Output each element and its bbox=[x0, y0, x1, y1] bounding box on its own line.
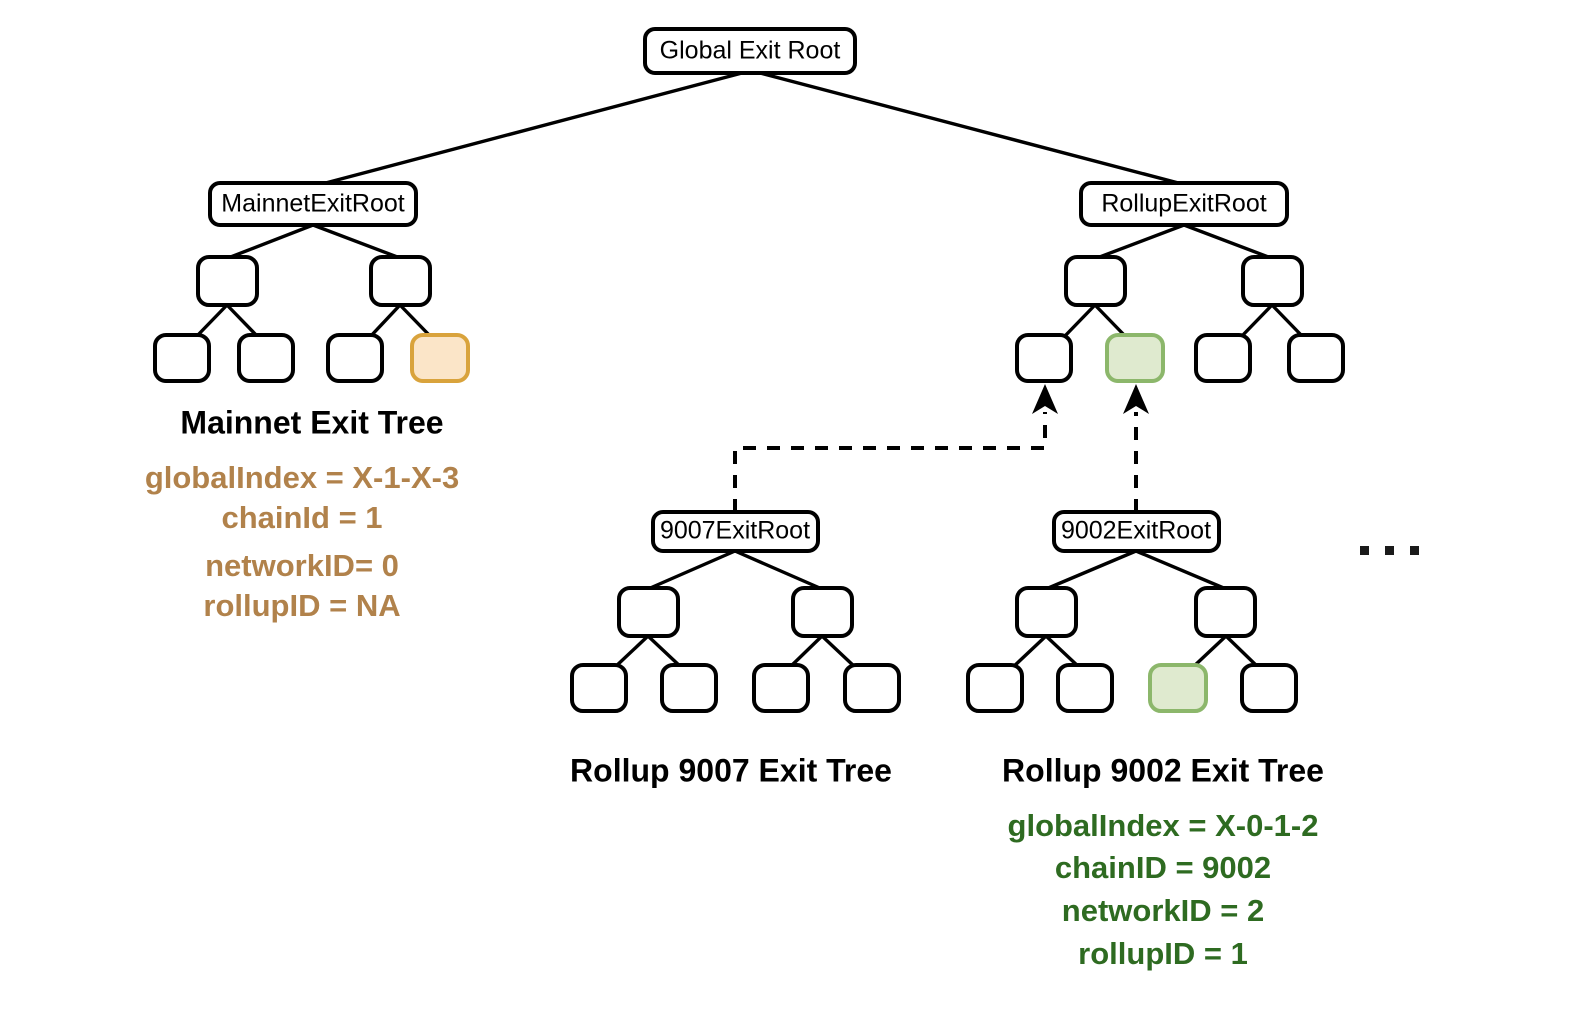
edge-9002-l2a-leaf1 bbox=[1044, 634, 1082, 670]
arrow-head-9007-link bbox=[1032, 384, 1058, 414]
mainnet-meta-rollup-id: rollupID = NA bbox=[203, 588, 400, 623]
mainnet-leaf-1 bbox=[237, 333, 295, 383]
global-exit-root-node: Global Exit Root bbox=[643, 27, 857, 75]
mainnet-exit-root-label: MainnetExitRoot bbox=[221, 190, 404, 218]
ellipsis-dot-3 bbox=[1410, 546, 1419, 555]
edge-9007-l2b-leaf3 bbox=[820, 634, 858, 670]
rollup-exit-tree: RollupExitRoot bbox=[1015, 181, 1345, 383]
mainnet-exit-tree: MainnetExitRoot Mainnet Exit Tree global… bbox=[145, 181, 470, 623]
rollup-leaf-1-highlighted bbox=[1105, 333, 1165, 383]
mainnet-node-l2-1 bbox=[369, 255, 432, 307]
rollup-9002-meta-chain-id: chainID = 9002 bbox=[1055, 850, 1271, 885]
rollup-node-l2-0 bbox=[1064, 255, 1127, 307]
rollup-9002-exit-tree-title: Rollup 9002 Exit Tree bbox=[1002, 752, 1324, 788]
global-exit-root-label: Global Exit Root bbox=[660, 37, 841, 65]
ellipsis-dot-1 bbox=[1360, 546, 1369, 555]
edge-9007-l2a-leaf1 bbox=[646, 634, 684, 670]
arrow-head-9002-link bbox=[1123, 384, 1149, 414]
mainnet-meta-global-index: globalIndex = X-1-X-3 bbox=[145, 460, 459, 495]
edge-9007-l2b-leaf2 bbox=[787, 634, 824, 670]
rollup-9002-leaf-0 bbox=[966, 663, 1024, 713]
edge-rollup-l2a-leaf1 bbox=[1093, 303, 1129, 340]
edge-global-to-rollup bbox=[759, 71, 1187, 187]
ellipsis-dot-2 bbox=[1385, 546, 1394, 555]
rollup-9007-node-l2-0 bbox=[617, 586, 680, 638]
rollup-9002-meta-rollup-id: rollupID = 1 bbox=[1078, 936, 1248, 971]
edge-9002-l2a-leaf0 bbox=[1010, 634, 1048, 670]
dashed-links-group bbox=[733, 384, 1149, 515]
rollup-9002-meta-network-id: networkID = 2 bbox=[1062, 893, 1264, 928]
mainnet-meta-chain-id: chainId = 1 bbox=[221, 500, 382, 535]
edge-mainnet-l2b-leaf2 bbox=[367, 303, 402, 340]
mainnet-leaf-0 bbox=[153, 333, 211, 383]
edge-global-to-mainnet bbox=[317, 71, 743, 187]
global-exit-root-box bbox=[643, 27, 857, 75]
rollup-9007-leaf-3 bbox=[843, 663, 901, 713]
rollup-leaf-2 bbox=[1194, 333, 1252, 383]
rollup-9002-meta-global-index: globalIndex = X-0-1-2 bbox=[1008, 808, 1319, 843]
edge-mainnet-l2b-leaf3 bbox=[398, 303, 434, 340]
rollup-exit-root-label: RollupExitRoot bbox=[1101, 190, 1266, 218]
rollup-9002-exit-root-label: 9002ExitRoot bbox=[1061, 517, 1211, 545]
rollup-9002-exit-tree: 9002ExitRoot Rollup 9002 Exit Tree globa… bbox=[966, 510, 1324, 971]
rollup-9007-exit-tree: 9007ExitRoot Rollup 9007 Exit Tree bbox=[570, 510, 901, 788]
edge-rollup-l2b-leaf2 bbox=[1238, 303, 1274, 340]
rollup-9007-leaf-0 bbox=[570, 663, 628, 713]
edge-9007-l2a-leaf0 bbox=[612, 634, 650, 670]
rollup-9007-leaf-2 bbox=[752, 663, 810, 713]
edge-9007-root-l2a bbox=[647, 549, 736, 591]
rollup-9002-node-l2-1 bbox=[1194, 586, 1257, 638]
rollup-9007-node-l2-1 bbox=[791, 586, 854, 638]
rollup-node-l2-1 bbox=[1241, 255, 1304, 307]
edge-9002-root-l2a bbox=[1045, 549, 1137, 591]
rollup-9002-leaf-1 bbox=[1056, 663, 1114, 713]
more-rollups-ellipsis bbox=[1360, 546, 1419, 555]
mainnet-leaf-3-highlighted bbox=[410, 333, 470, 383]
rollup-leaf-0 bbox=[1015, 333, 1073, 383]
edge-rollup-l2b-leaf3 bbox=[1270, 303, 1306, 340]
rollup-9007-leaf-1 bbox=[660, 663, 718, 713]
edge-rollup-root-l2b bbox=[1183, 223, 1272, 260]
edge-9002-root-l2b bbox=[1135, 549, 1227, 591]
rollup-9007-exit-tree-title: Rollup 9007 Exit Tree bbox=[570, 752, 892, 788]
edge-mainnet-l2a-leaf1 bbox=[225, 303, 261, 340]
rollup-9002-node-l2-0 bbox=[1015, 586, 1078, 638]
dashed-link-9007-to-rollup-leaf-0 bbox=[733, 412, 1047, 512]
edge-rollup-l2a-leaf0 bbox=[1061, 303, 1097, 340]
edge-9007-root-l2b bbox=[734, 549, 823, 591]
edge-mainnet-root-l2b bbox=[312, 223, 401, 260]
rollup-9002-leaf-2-highlighted bbox=[1148, 663, 1208, 713]
rollup-9002-leaf-3 bbox=[1240, 663, 1298, 713]
edge-9002-l2b-leaf2 bbox=[1190, 634, 1228, 670]
global-root-edges bbox=[317, 71, 1187, 187]
edge-rollup-root-l2a bbox=[1096, 223, 1185, 260]
edge-mainnet-root-l2a bbox=[227, 223, 314, 260]
mainnet-node-l2-0 bbox=[196, 255, 259, 307]
mainnet-leaf-2 bbox=[326, 333, 384, 383]
edge-9002-l2b-leaf3 bbox=[1224, 634, 1261, 670]
edge-mainnet-l2a-leaf0 bbox=[193, 303, 229, 340]
mainnet-meta-network-id: networkID= 0 bbox=[205, 548, 399, 583]
rollup-leaf-3 bbox=[1287, 333, 1345, 383]
mainnet-exit-tree-title: Mainnet Exit Tree bbox=[180, 404, 443, 440]
rollup-9007-exit-root-label: 9007ExitRoot bbox=[660, 517, 810, 545]
